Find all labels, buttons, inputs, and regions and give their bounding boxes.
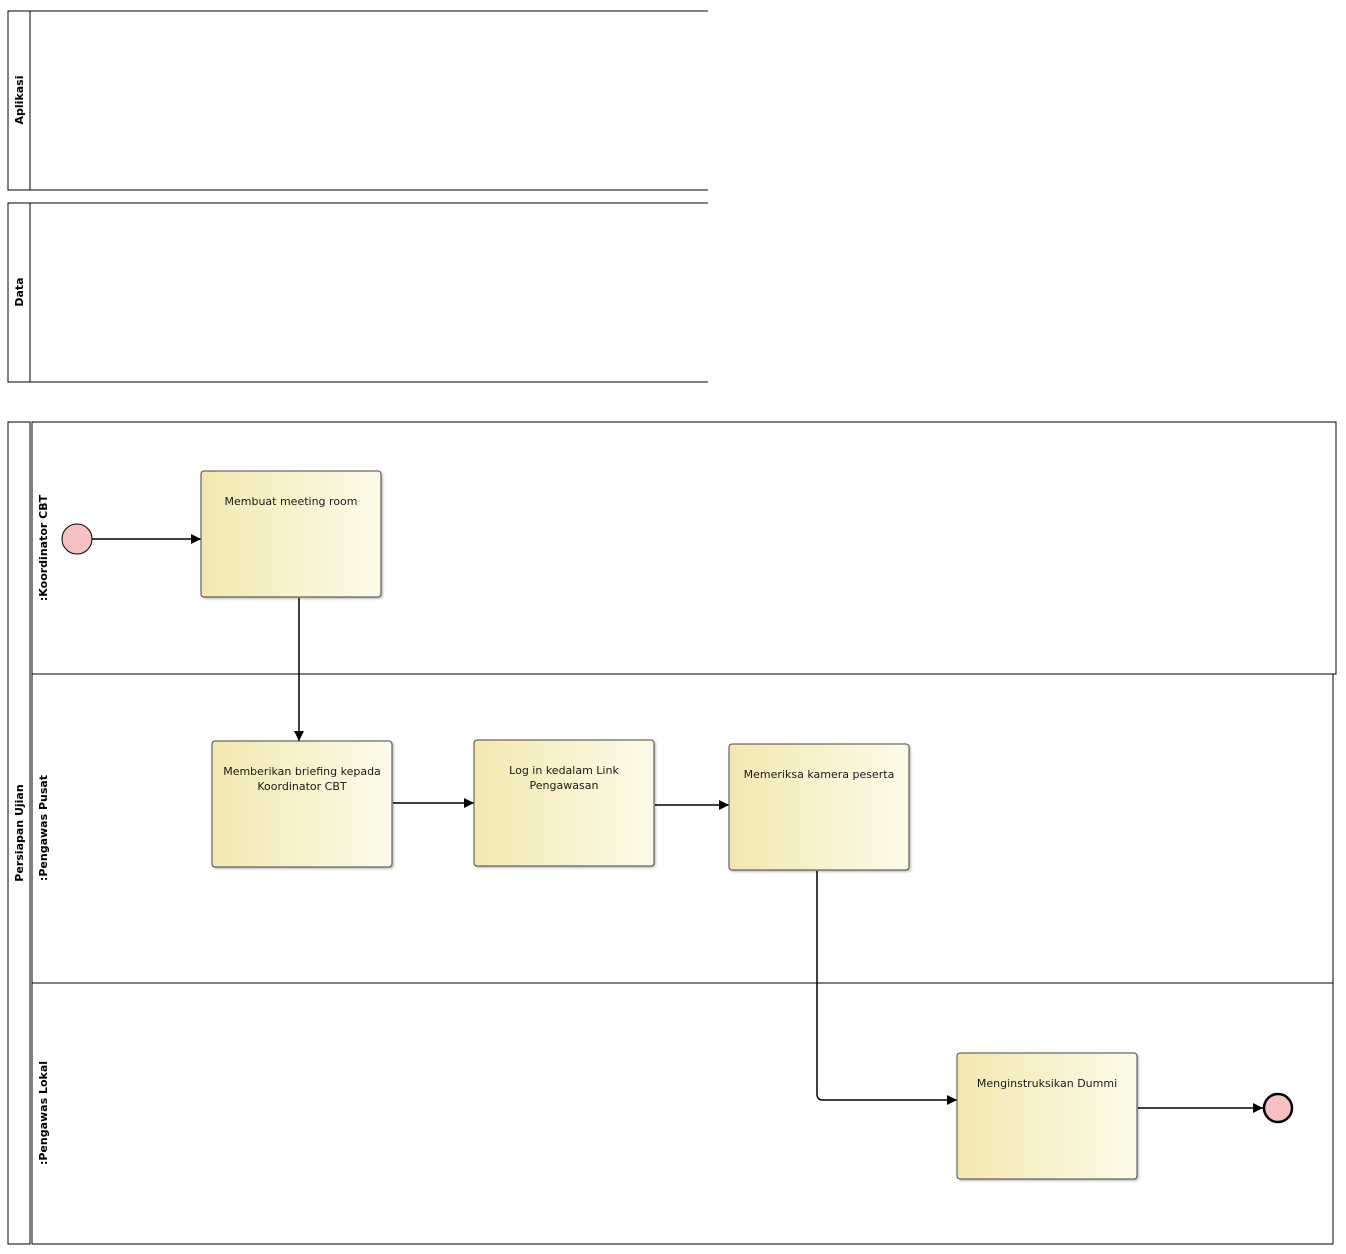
task-membuat-meeting-room[interactable]: Membuat meeting room xyxy=(200,470,382,598)
pool-persiapan-ujian[interactable]: Persiapan Ujian xyxy=(7,421,31,1245)
pool-persiapan-ujian-label: Persiapan Ujian xyxy=(13,784,26,881)
flow-kamera-to-dummi[interactable] xyxy=(816,871,957,1105)
task-memeriksa-kamera-peserta[interactable]: Memeriksa kamera peserta xyxy=(728,743,910,871)
task-memeriksa-kamera-peserta-text: Memeriksa kamera peserta xyxy=(744,768,895,781)
pool-aplikasi-label: Aplikasi xyxy=(13,76,26,125)
start-event[interactable] xyxy=(61,523,93,555)
lane-pengawas-pusat-label: :Pengawas Pusat xyxy=(37,775,50,881)
lane-pengawas-lokal[interactable]: :Pengawas Lokal xyxy=(31,982,1334,1245)
lane-koordinator-cbt-label: :Koordinator CBT xyxy=(37,494,50,601)
end-event[interactable] xyxy=(1262,1092,1294,1124)
pool-data-label: Data xyxy=(13,277,26,306)
pool-aplikasi[interactable]: Aplikasi xyxy=(7,10,708,191)
task-membuat-meeting-room-text: Membuat meeting room xyxy=(224,495,357,508)
lane-pengawas-lokal-label: :Pengawas Lokal xyxy=(37,1061,50,1165)
task-menginstruksikan-dummi[interactable]: Menginstruksikan Dummi xyxy=(956,1052,1138,1180)
pool-data[interactable]: Data xyxy=(7,202,708,383)
sequence-flows xyxy=(92,534,1263,1113)
task-menginstruksikan-dummi-text: Menginstruksikan Dummi xyxy=(977,1077,1117,1090)
